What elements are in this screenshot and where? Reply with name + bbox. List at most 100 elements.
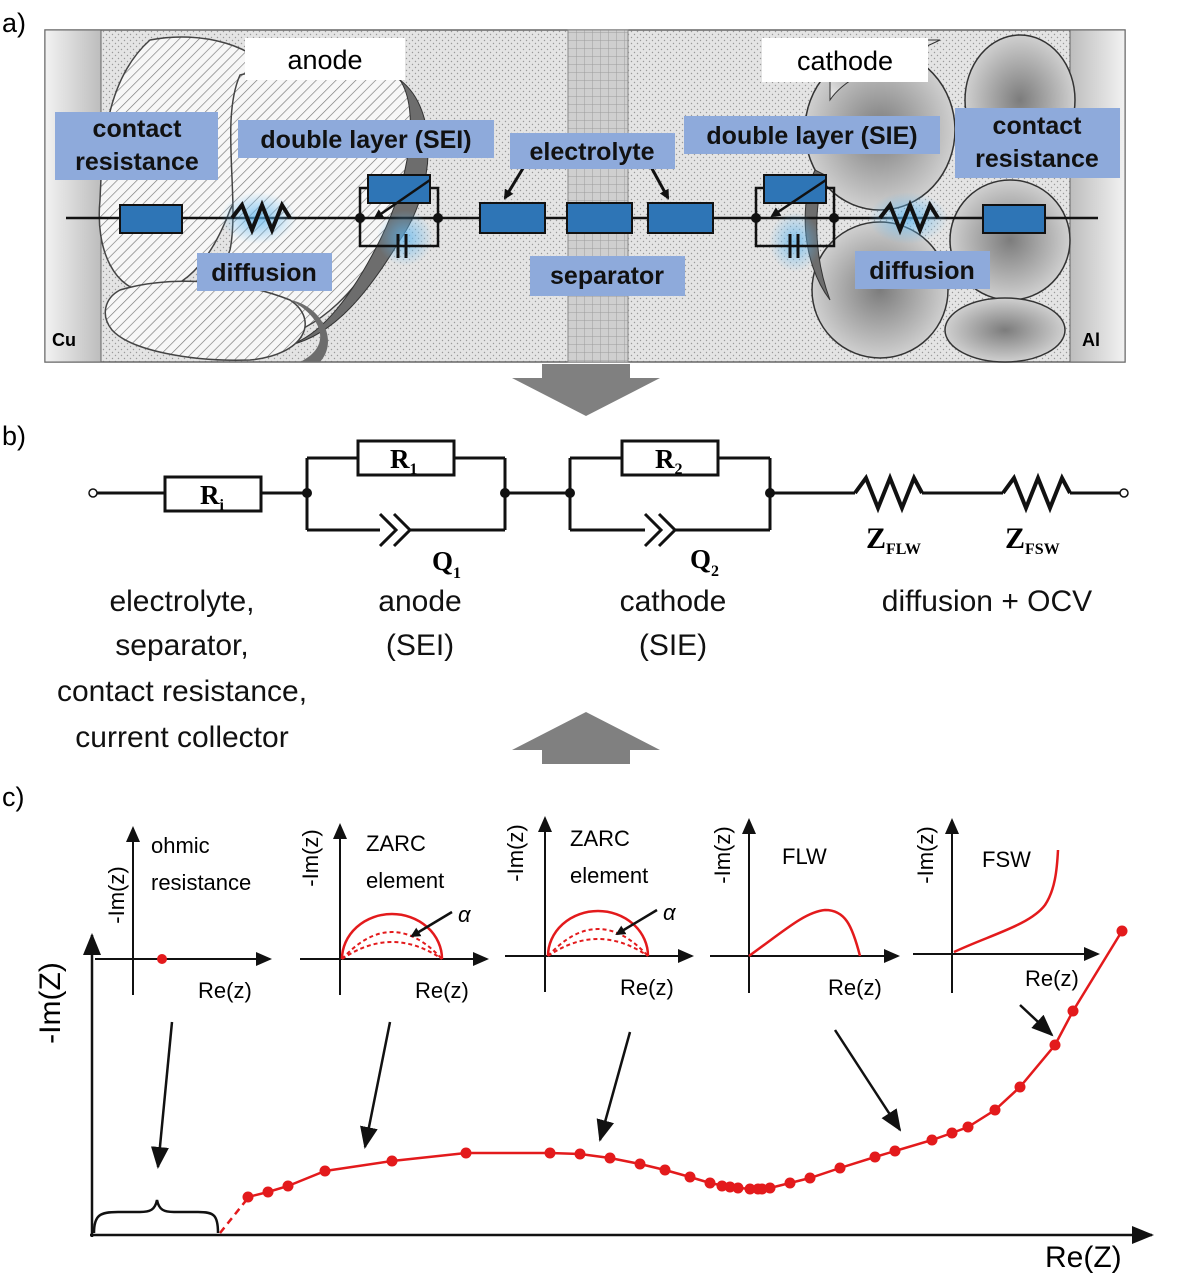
contact-resistance-right-line2: resistance — [975, 145, 1099, 173]
desc-electrolyte-line3: contact resistance, — [57, 675, 307, 708]
nyquist-point — [634, 1158, 646, 1170]
mini-title-3a: ZARC — [570, 826, 630, 851]
nyquist-point — [744, 1183, 756, 1195]
nyquist-point — [460, 1147, 472, 1159]
cu-label: Cu — [52, 330, 76, 350]
nyquist-point — [989, 1104, 1001, 1116]
mini-ylabel-3: -Im(z) — [503, 824, 528, 881]
nyquist-point — [386, 1155, 398, 1167]
nyquist-point — [1014, 1081, 1026, 1093]
cu-current-collector — [44, 29, 102, 363]
nyquist-point — [764, 1182, 776, 1194]
nyquist-point — [684, 1171, 696, 1183]
ohmic-brace — [92, 1199, 220, 1234]
sei-rc-element — [355, 174, 443, 258]
nyquist-points — [242, 925, 1128, 1203]
nyquist-point — [262, 1186, 274, 1198]
zfsw-label: ZFSW — [1005, 522, 1060, 558]
nyquist-point — [704, 1177, 716, 1189]
desc-cathode-line2: (SIE) — [639, 629, 707, 662]
mini-xlabel-2: Re(z) — [415, 978, 469, 1003]
cathode-particle — [944, 297, 1066, 363]
electrolyte-label: electrolyte — [529, 138, 654, 166]
diffusion-element-left — [230, 199, 292, 236]
panel-a-label: a) — [2, 8, 26, 38]
q1-label: Q1 — [432, 546, 461, 582]
nyquist-point — [242, 1191, 254, 1203]
mini-title-2a: ZARC — [366, 831, 426, 856]
nyquist-point — [716, 1180, 728, 1192]
contact-resistor-right — [982, 204, 1046, 234]
nyquist-point — [869, 1151, 881, 1163]
nyquist-plot: -Im(Z) Re(Z) — [34, 925, 1154, 1274]
separator-label: separator — [550, 262, 664, 290]
main-xlabel: Re(Z) — [1045, 1241, 1122, 1274]
nyquist-point — [926, 1134, 938, 1146]
desc-electrolyte-line1: electrolyte, — [109, 585, 254, 618]
electrolyte-resistor-right — [647, 202, 714, 234]
separator-membrane — [567, 29, 629, 363]
desc-anode-line2: (SEI) — [386, 629, 454, 662]
nyquist-point — [574, 1148, 586, 1160]
mini-plot-zarc-2: α -Im(z) Re(z) ZARC element — [503, 816, 694, 1000]
nyquist-point — [784, 1177, 796, 1189]
contact-resistor-left — [119, 204, 183, 234]
alpha-1: α — [458, 902, 472, 927]
mini-ylabel-1: -Im(z) — [104, 866, 129, 923]
nyquist-point — [282, 1180, 294, 1192]
ri-label: Ri — [200, 480, 225, 514]
nyquist-point — [889, 1145, 901, 1157]
mini-xlabel-5: Re(z) — [1025, 966, 1079, 991]
desc-anode-line1: anode — [378, 585, 461, 618]
alpha-2: α — [663, 900, 677, 925]
mini-title-2b: element — [366, 868, 444, 893]
mini-plot-flw: -Im(z) Re(z) FLW — [710, 818, 900, 1000]
mini-ylabel-2: -Im(z) — [298, 829, 323, 886]
mini-xlabel-1: Re(z) — [198, 978, 252, 1003]
nyquist-point — [962, 1121, 974, 1133]
desc-diffusion: diffusion + OCV — [882, 585, 1092, 618]
mini-xlabel-3: Re(z) — [620, 975, 674, 1000]
anode-label: anode — [287, 45, 362, 75]
equivalent-circuit — [88, 439, 1129, 548]
desc-cathode-line1: cathode — [620, 585, 727, 618]
nyquist-point — [732, 1182, 744, 1194]
mini-title-5: FSW — [982, 847, 1031, 872]
junction-dots — [302, 488, 775, 498]
zflw-label: ZFLW — [866, 522, 921, 558]
nyquist-point — [1116, 925, 1128, 937]
mini-title-1b: resistance — [151, 870, 251, 895]
contact-resistance-left-line1: contact — [93, 115, 183, 143]
r1-label: R1 — [390, 444, 418, 478]
diffusion-right-label: diffusion — [869, 257, 975, 285]
sie-rc-element — [751, 174, 839, 258]
q1-cpe — [378, 512, 399, 548]
diffusion-element-right — [878, 199, 940, 236]
main-ylabel: -Im(Z) — [34, 962, 67, 1044]
nyquist-point — [319, 1165, 331, 1177]
panel-c-label: c) — [2, 782, 25, 812]
electrolyte-resistor-left — [479, 202, 546, 234]
al-current-collector — [1069, 29, 1126, 363]
mini-plot-fsw: -Im(z) Re(z) FSW — [913, 818, 1100, 993]
q2-label: Q2 — [690, 544, 719, 580]
q2-cpe — [643, 512, 664, 548]
zflw-element — [853, 472, 924, 514]
contact-resistance-right-line1: contact — [993, 112, 1083, 140]
nyquist-point — [724, 1181, 736, 1193]
nyquist-point — [834, 1162, 846, 1174]
r2-resistor — [620, 439, 720, 477]
nyquist-point — [659, 1164, 671, 1176]
desc-electrolyte-line4: current collector — [75, 721, 288, 754]
double-layer-sei-label: double layer (SEI) — [260, 126, 471, 154]
nyquist-point — [1067, 1005, 1079, 1017]
nyquist-point — [1049, 1039, 1061, 1051]
mini-ylabel-4: -Im(z) — [710, 826, 735, 883]
up-arrow — [512, 712, 660, 764]
r2-label: R2 — [655, 444, 683, 478]
desc-electrolyte-line2: separator, — [115, 629, 248, 662]
mini-plot-zarc-1: α -Im(z) Re(z) ZARC element — [298, 823, 489, 1003]
mini-plot-ohmic: -Im(z) Re(z) ohmic resistance — [95, 826, 272, 1003]
sei-layer — [290, 300, 329, 362]
